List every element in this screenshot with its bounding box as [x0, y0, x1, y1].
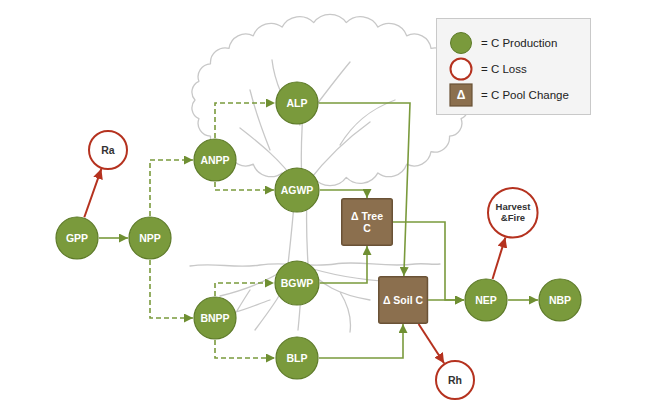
- flow-arrow: [320, 246, 367, 283]
- node-text: AGWP: [281, 184, 314, 196]
- node-text: NPP: [139, 232, 161, 244]
- node-text: ALP: [287, 97, 308, 109]
- production-circle: NBP: [538, 278, 582, 322]
- tree-branches: [240, 60, 395, 182]
- node-text: BNPP: [200, 312, 229, 324]
- node-label: BGWP: [281, 277, 314, 289]
- legend-text: = C Pool Change: [481, 89, 569, 101]
- node-text: Harvest &Fire: [493, 202, 533, 224]
- node-text: NBP: [549, 294, 571, 306]
- allocation-arrow: [215, 182, 274, 190]
- pool-symbol: Δ: [449, 83, 473, 107]
- node-text: Δ Tree C: [346, 210, 388, 234]
- legend-text: = C Loss: [481, 63, 527, 75]
- node-label: NEP: [475, 294, 497, 306]
- legend-box: = C Production = C LossΔ = C Pool Change: [436, 18, 591, 115]
- flow-arrow: [99, 237, 128, 239]
- node-label: Rh: [448, 374, 462, 386]
- legend-swatch-holder: [449, 31, 473, 55]
- node-text: GPP: [66, 232, 88, 244]
- production-circle: BGWP: [274, 260, 320, 306]
- production-circle: BLP: [275, 336, 319, 380]
- loss-arrow: [493, 238, 506, 279]
- production-circle: ALP: [275, 81, 319, 125]
- node-text: BGWP: [281, 277, 314, 289]
- flow-arrow: [320, 190, 367, 198]
- production-circle: BNPP: [193, 296, 237, 340]
- node-label: Harvest &Fire: [493, 202, 533, 224]
- loss-circle: Harvest &Fire: [487, 187, 539, 239]
- node-label: Ra: [101, 144, 114, 156]
- pool-box: Δ Tree C: [341, 198, 393, 246]
- node-label: BNPP: [200, 312, 229, 324]
- node-label: Δ Tree C: [346, 210, 388, 234]
- legend-swatch: [449, 57, 473, 81]
- node-label: GPP: [66, 232, 88, 244]
- production-circle: ANPP: [193, 138, 237, 182]
- production-circle: NPP: [128, 216, 172, 260]
- production-circle: GPP: [55, 216, 99, 260]
- flow-arrow: [508, 299, 538, 301]
- node-text: Δ Soil C: [383, 294, 423, 306]
- legend-swatch-holder: [449, 57, 473, 81]
- node-label: Δ Soil C: [383, 294, 423, 306]
- loss-circle: Ra: [88, 130, 128, 170]
- node-label: NBP: [549, 294, 571, 306]
- node-label: ALP: [287, 97, 308, 109]
- allocation-arrow: [150, 260, 193, 318]
- legend-row: = C Production: [449, 31, 557, 55]
- legend-row: Δ = C Pool Change: [449, 83, 569, 107]
- node-label: AGWP: [281, 184, 314, 196]
- node-label: ANPP: [200, 154, 229, 166]
- pool-box: Δ Soil C: [378, 276, 428, 324]
- production-circle: AGWP: [274, 167, 320, 213]
- flow-arrow: [319, 324, 403, 358]
- node-text: ANPP: [200, 154, 229, 166]
- legend-swatch-holder: Δ: [449, 83, 473, 107]
- tree-canopy: [192, 14, 468, 185]
- node-text: BLP: [287, 352, 308, 364]
- node-label: BLP: [287, 352, 308, 364]
- node-label: NPP: [139, 232, 161, 244]
- node-text: Ra: [101, 144, 114, 156]
- production-circle: NEP: [464, 278, 508, 322]
- flow-arrow: [319, 103, 410, 276]
- allocation-arrow: [215, 103, 275, 138]
- legend-swatch: [449, 31, 473, 55]
- allocation-arrow: [215, 340, 275, 358]
- allocation-arrow: [150, 160, 193, 216]
- loss-arrow: [84, 169, 101, 217]
- legend-text: = C Production: [481, 37, 557, 49]
- node-text: Rh: [448, 374, 462, 386]
- allocation-arrow: [215, 283, 274, 296]
- loss-arrow: [419, 324, 445, 363]
- ground-line: [190, 263, 440, 266]
- node-text: NEP: [475, 294, 497, 306]
- loss-circle: Rh: [435, 360, 475, 400]
- flow-arrow: [428, 299, 464, 301]
- legend-row: = C Loss: [449, 57, 527, 81]
